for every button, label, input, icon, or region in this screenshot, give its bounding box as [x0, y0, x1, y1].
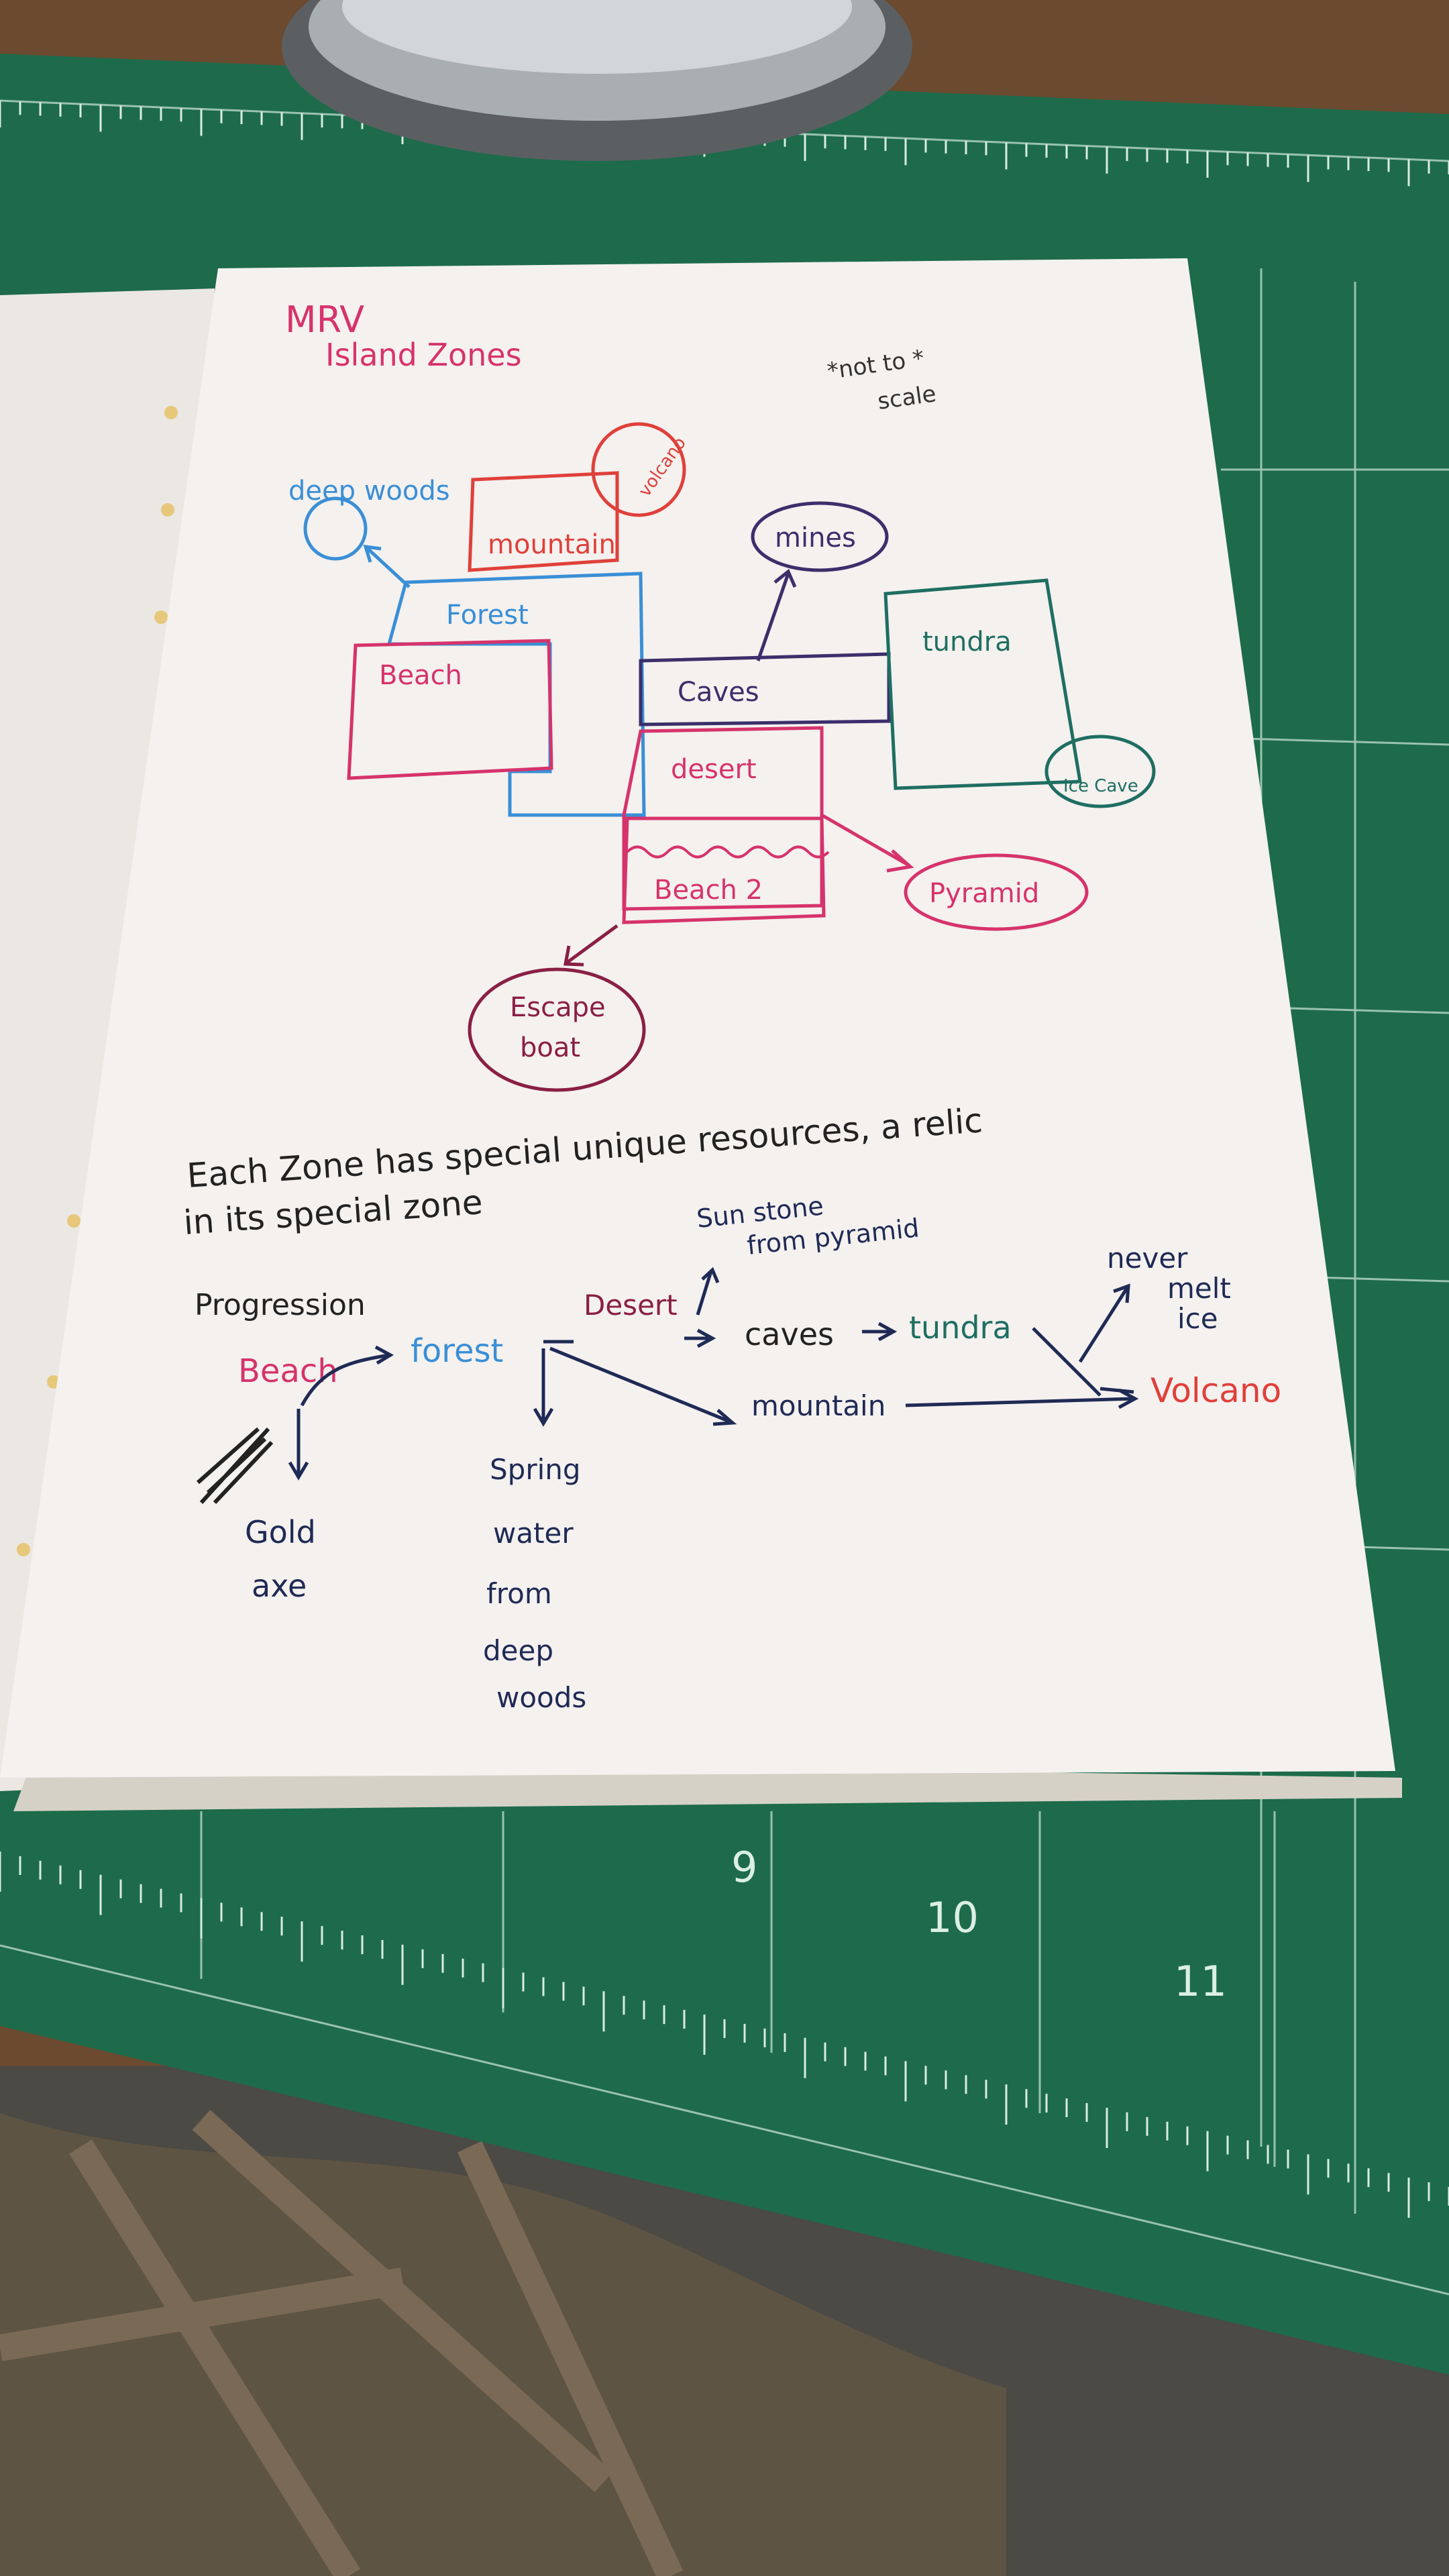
ice-cave-label: Ice Cave: [1063, 776, 1138, 796]
mat-number-10: 10: [926, 1893, 979, 1942]
prog-mountain: mountain: [751, 1389, 885, 1422]
forest-label: Forest: [446, 600, 529, 631]
arrow-desert-sunstone: [696, 1271, 713, 1316]
caves-box: [639, 652, 891, 727]
progression-arrows: [288, 1267, 1139, 1481]
deep-woods-label: deep woods: [288, 476, 450, 506]
arrow-tundra-never-melt: [1078, 1287, 1129, 1363]
caves-label: Caves: [678, 677, 759, 708]
mat-number-9: 9: [731, 1843, 757, 1892]
desert-outline: [622, 726, 824, 911]
prog-never-1: never: [1107, 1242, 1188, 1275]
progression-label: Progression: [195, 1288, 366, 1322]
desert-label: desert: [671, 754, 757, 785]
arrow-forest-mountain: [549, 1346, 732, 1424]
prog-desert: Desert: [584, 1289, 678, 1322]
page-subtitle: Island Zones: [325, 337, 522, 373]
escape-boat-label-2: boat: [520, 1032, 580, 1063]
escape-boat-arrowhead: [564, 945, 584, 967]
prog-spring-2: water: [493, 1517, 574, 1550]
arrow-mountain-volcano: [905, 1397, 1134, 1407]
camo-branches: [0, 2110, 684, 2576]
prog-beach: Beach: [238, 1352, 338, 1390]
deep-woods-arrow: [364, 545, 411, 588]
volcano-circle: [591, 422, 686, 517]
mines-arrow: [756, 573, 790, 661]
prog-spring-4: deep: [483, 1634, 553, 1667]
beach-box: [347, 639, 553, 780]
prog-spring-5: woods: [496, 1681, 586, 1714]
ice-cave-ellipse: [1044, 735, 1156, 808]
metal-bowl-rim: [342, 0, 852, 74]
beach2-box: [622, 816, 826, 924]
deep-woods-circle: [303, 496, 368, 561]
deep-woods-arrowhead: [363, 545, 382, 563]
escape-boat-ellipse: [468, 967, 646, 1092]
arrow-beach-forest: [300, 1353, 390, 1407]
prog-caves: caves: [745, 1316, 834, 1352]
mines-label: mines: [775, 523, 856, 553]
prog-gold-1: Gold: [245, 1514, 316, 1550]
mountain-box: [468, 471, 619, 572]
beach2-wave: [626, 845, 830, 859]
tundra-box: [883, 578, 1082, 790]
scribble-mark: [197, 1427, 274, 1505]
escape-boat-arrow: [566, 924, 619, 965]
page-title: MRV: [285, 299, 364, 341]
prog-spring-3: from: [486, 1577, 552, 1610]
prog-tundra: tundra: [909, 1309, 1012, 1346]
camo-patch: [0, 2113, 1006, 2576]
tundra-label: tundra: [922, 627, 1012, 657]
beach-label: Beach: [379, 660, 462, 691]
beach2-label: Beach 2: [654, 875, 763, 906]
mountain-label: mountain: [488, 529, 616, 560]
prog-forest: forest: [411, 1332, 503, 1370]
mat-number-11: 11: [1174, 1957, 1227, 2006]
pyramid-arrow: [820, 813, 910, 867]
prog-volcano: Volcano: [1150, 1371, 1281, 1410]
prog-gold-2: axe: [252, 1568, 307, 1604]
prog-spring-1: Spring: [490, 1453, 581, 1486]
mat-ruler-ticks: [0, 101, 1449, 2218]
prog-never-2: melt: [1167, 1272, 1231, 1305]
arrow-tundra-volcano: [1032, 1327, 1102, 1397]
pyramid-label: Pyramid: [929, 878, 1039, 909]
pyramid-ellipse: [904, 853, 1089, 931]
mines-arrowhead: [773, 569, 797, 588]
binding-holes: [17, 406, 178, 1556]
notebook-page: [0, 258, 1395, 1778]
escape-boat-label-1: Escape: [510, 992, 606, 1023]
prog-never-3: ice: [1177, 1302, 1218, 1335]
mines-ellipse: [751, 501, 889, 572]
pyramid-arrowhead: [886, 849, 914, 873]
